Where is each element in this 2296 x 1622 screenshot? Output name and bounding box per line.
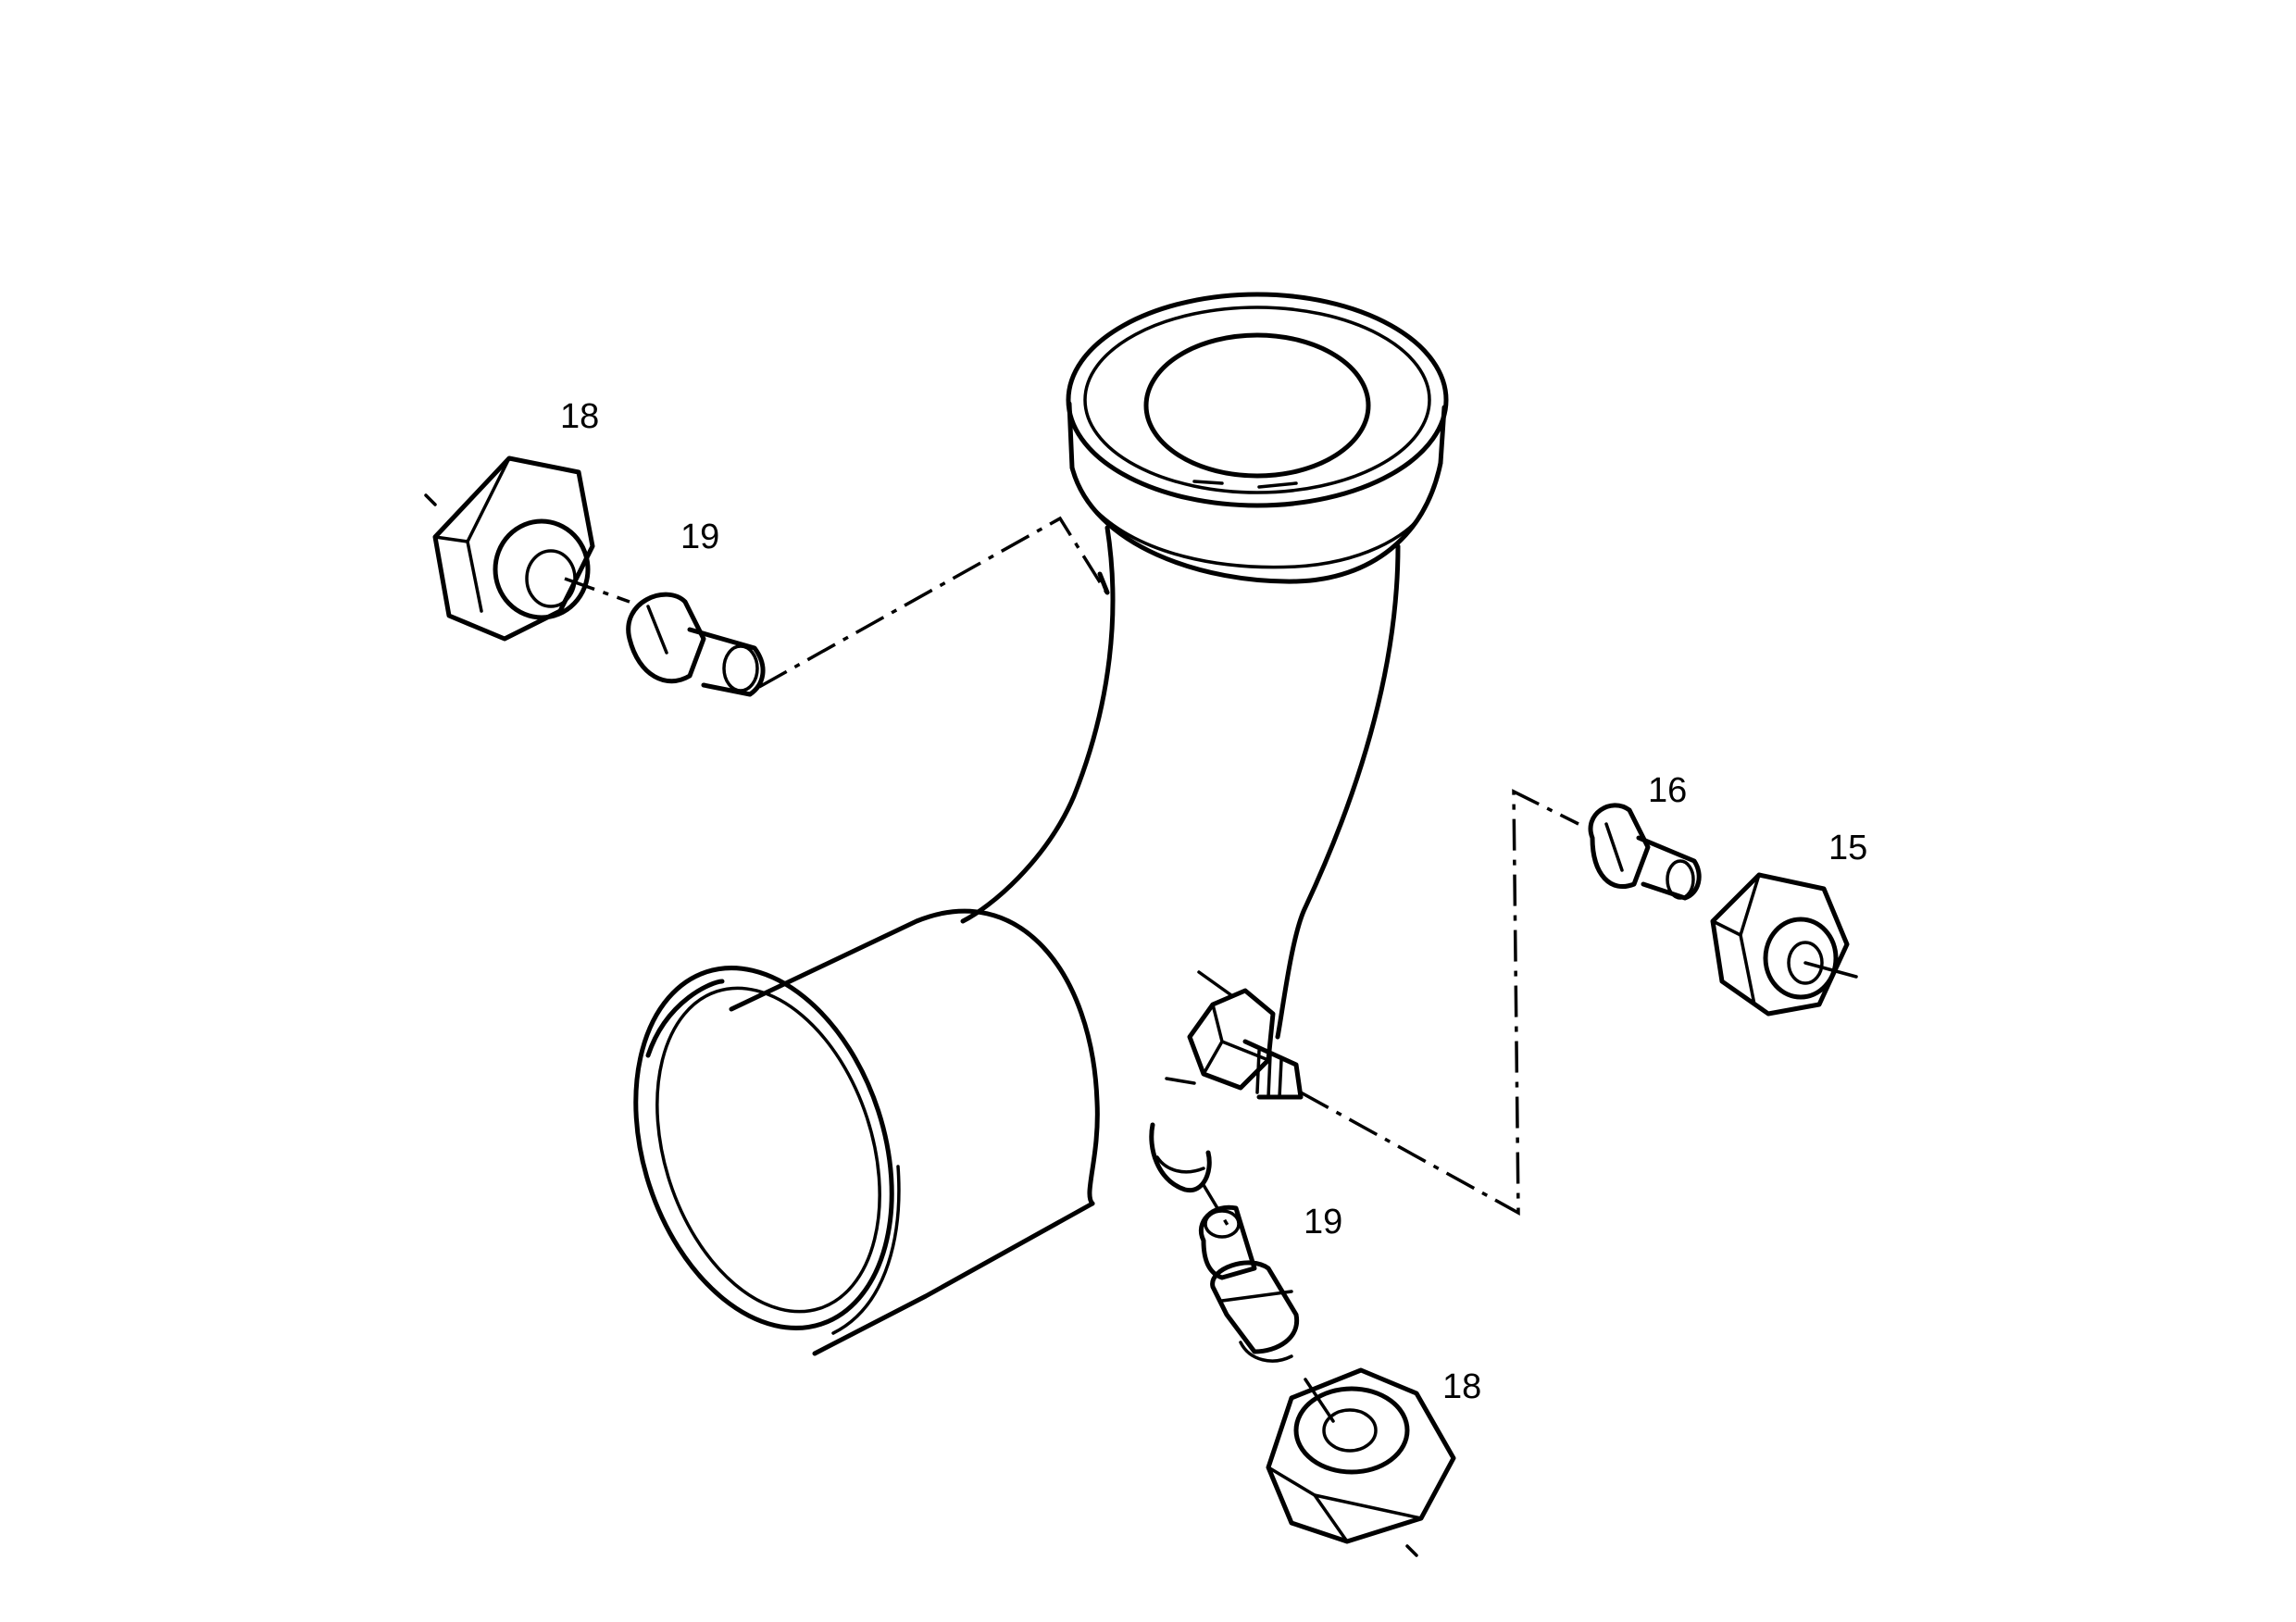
elbow-body <box>960 525 1401 1040</box>
leader-upper-left <box>758 516 1108 689</box>
callout-18-bottom: 18 <box>1442 1367 1481 1406</box>
lower-boss <box>1149 1122 1212 1193</box>
hex-nut-bottom <box>1266 1367 1456 1557</box>
threaded-boss <box>1165 970 1304 1100</box>
top-flange <box>1066 292 1449 584</box>
hex-nut-right <box>1710 872 1858 1017</box>
leader-right <box>1300 789 1579 1216</box>
leader-lines <box>564 516 1579 1232</box>
fitting-upper-left <box>626 592 766 697</box>
callout-labels: 18 19 16 15 19 18 <box>560 397 1867 1406</box>
callout-18-upper-left: 18 <box>560 397 599 436</box>
side-sleeve <box>633 908 1100 1356</box>
callout-19-bottom: 19 <box>1304 1203 1342 1241</box>
callout-15-right: 15 <box>1828 829 1867 867</box>
callout-16-right: 16 <box>1648 771 1687 810</box>
fitting-right <box>1588 803 1702 901</box>
hex-nut-upper-left <box>424 455 595 642</box>
fitting-bottom <box>1199 1204 1300 1363</box>
callout-19-upper-left: 19 <box>680 518 719 556</box>
elbow-pipe <box>633 292 1449 1356</box>
